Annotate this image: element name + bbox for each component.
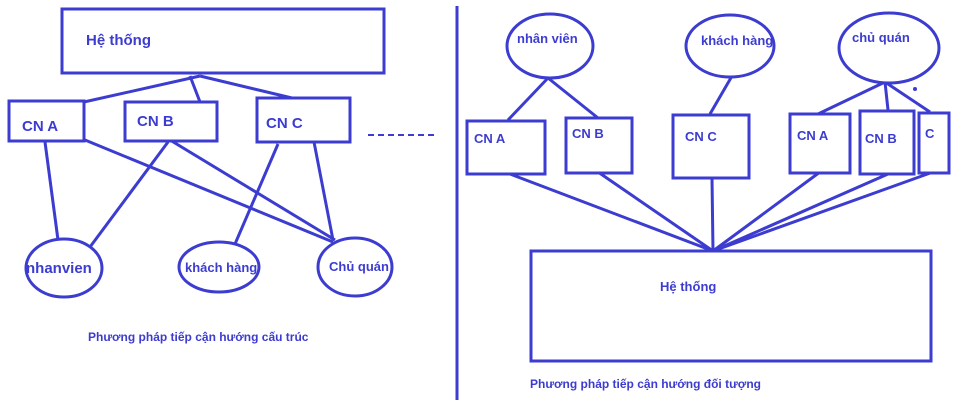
right-khachhang-ellipse (684, 13, 776, 79)
edge-chuquan-cna2 (817, 80, 886, 116)
edge-cnb-chuquan (169, 138, 336, 242)
right-cn-a2-box (788, 112, 852, 175)
left-edges (43, 74, 336, 248)
right-cn-a1-box (465, 119, 547, 176)
edge-cnc-system (710, 177, 715, 252)
edge-c-system (712, 170, 934, 253)
left-diagram: Hệ thống CN A CN B CN C nhanvien khách h… (7, 7, 438, 344)
left-system-label: Hệ thống (86, 32, 151, 49)
left-nhanvien-ellipse (24, 237, 104, 299)
left-cn-c-box (255, 96, 352, 144)
left-caption: Phương pháp tiếp cận hướng cấu trúc (88, 330, 309, 344)
right-chuquan-label: chủ quán (852, 30, 910, 45)
right-cn-a1-label: CN A (474, 131, 506, 146)
edge-cnb-system (188, 75, 202, 103)
right-cn-c-box (671, 113, 751, 180)
edge-cna-nhanvien (43, 141, 60, 241)
edge-cnb-nhanvien (88, 141, 170, 248)
right-edges (506, 75, 934, 253)
edge-chuquan-c (884, 80, 931, 114)
left-cn-a-box (7, 99, 86, 143)
edge-nhanvien-cna1 (506, 76, 550, 122)
right-nhanvien-ellipse (505, 12, 595, 80)
right-nhanvien-label: nhân viên (517, 31, 578, 46)
right-c-label: C (925, 126, 935, 141)
right-cn-b2-label: CN B (865, 131, 897, 146)
left-khachhang-label: khách hàng (185, 260, 257, 275)
right-cn-a2-label: CN A (797, 128, 829, 143)
left-cn-b-label: CN B (137, 113, 174, 130)
right-system-label: Hệ thống (660, 279, 716, 294)
edge-nhanvien-cnb1 (547, 76, 599, 120)
edge-cnc-khachhang (233, 143, 280, 245)
right-dot (913, 87, 917, 91)
left-cn-a-label: CN A (22, 118, 58, 135)
left-system-box (60, 7, 386, 75)
right-cn-b1-label: CN B (572, 126, 604, 141)
edge-cna2-system (712, 170, 821, 253)
left-nhanvien-label: nhanvien (26, 260, 92, 277)
edge-cnc-chuquan (312, 141, 335, 241)
edge-cna-system (74, 74, 201, 106)
left-khachhang-ellipse (177, 240, 261, 294)
right-diagram: nhân viên khách hàng chủ quán CN A CN B … (465, 11, 951, 391)
right-system-box (529, 249, 933, 363)
left-cn-c-label: CN C (266, 115, 303, 132)
edge-cna1-system (509, 172, 714, 253)
right-cn-b2-box (858, 109, 916, 176)
right-c-box (917, 111, 951, 175)
right-chuquan-ellipse (837, 11, 941, 85)
right-cn-b1-box (564, 116, 634, 175)
edge-chuquan-cnb2 (883, 81, 890, 111)
edge-khachhang-cnc (708, 75, 734, 115)
edge-cna-chuquan (84, 138, 334, 244)
left-cn-b-box (123, 100, 219, 143)
edge-cnb1-system (597, 170, 714, 253)
edge-cnb2-system (712, 172, 889, 253)
right-caption: Phương pháp tiếp cận hướng đối tượng (530, 377, 761, 391)
right-cn-c-label: CN C (685, 129, 717, 144)
left-chuquan-label: Chủ quán (329, 259, 389, 274)
left-chuquan-ellipse (316, 236, 394, 298)
edge-cnc-system (199, 74, 293, 100)
right-khachhang-label: khách hàng (701, 33, 773, 48)
